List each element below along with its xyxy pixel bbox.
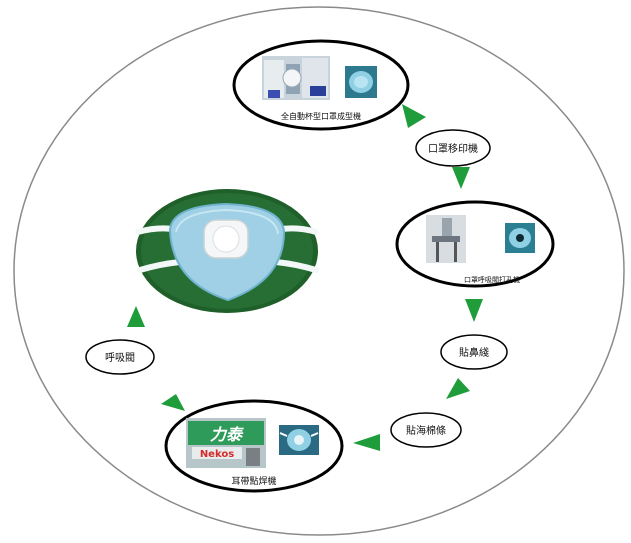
- welding-machine-photo: 力泰 Nekos: [186, 418, 266, 468]
- arrow-2: [452, 167, 470, 189]
- node-sponge-strip: 貼海棉條: [390, 412, 462, 448]
- cup-mask-thumbnail: [345, 66, 377, 98]
- node-valve-punching-machine: 口罩呼吸閥打孔機: [395, 200, 555, 288]
- node-label-exhalation-valve: 呼吸閥: [105, 352, 135, 364]
- node-label-sponge-strip: 貼海棉條: [406, 424, 446, 437]
- arrow-3: [465, 299, 483, 322]
- logo-latin-text: Nekos: [200, 449, 234, 460]
- node-label-printing-machine: 口罩移印機: [428, 142, 478, 155]
- flow-arrows: [127, 104, 483, 451]
- node-cup-forming-machine: 全自動杯型口罩成型機: [232, 39, 410, 131]
- node-label-nose-wire: 貼鼻綫: [459, 346, 489, 359]
- punching-machine-photo: [426, 215, 466, 263]
- node-nose-wire: 貼鼻綫: [440, 334, 508, 370]
- punched-mask-thumbnail: [505, 223, 535, 253]
- outer-circle: [13, 6, 625, 536]
- node-exhalation-valve: 呼吸閥: [85, 339, 155, 375]
- node-printing-machine: 口罩移印機: [415, 129, 491, 167]
- arrow-4: [446, 378, 470, 399]
- logo-chinese-text: 力泰: [210, 425, 244, 444]
- arrow-7: [127, 306, 145, 327]
- node-label-cup-forming-machine: 全自動杯型口罩成型機: [281, 111, 361, 121]
- arrow-1: [402, 104, 426, 128]
- node-label-valve-punching-machine: 口罩呼吸閥打孔機: [464, 275, 520, 284]
- arrow-5: [353, 434, 380, 451]
- arrow-6: [161, 394, 185, 411]
- earloop-mask-thumbnail: [279, 425, 319, 455]
- cup-forming-machine-photo: [262, 56, 330, 100]
- node-label-earloop-welding-machine: 耳帶點焊機: [231, 475, 276, 487]
- finished-mask-image: [135, 189, 319, 313]
- node-earloop-welding-machine: 力泰 Nekos 耳帶點焊機: [164, 399, 344, 493]
